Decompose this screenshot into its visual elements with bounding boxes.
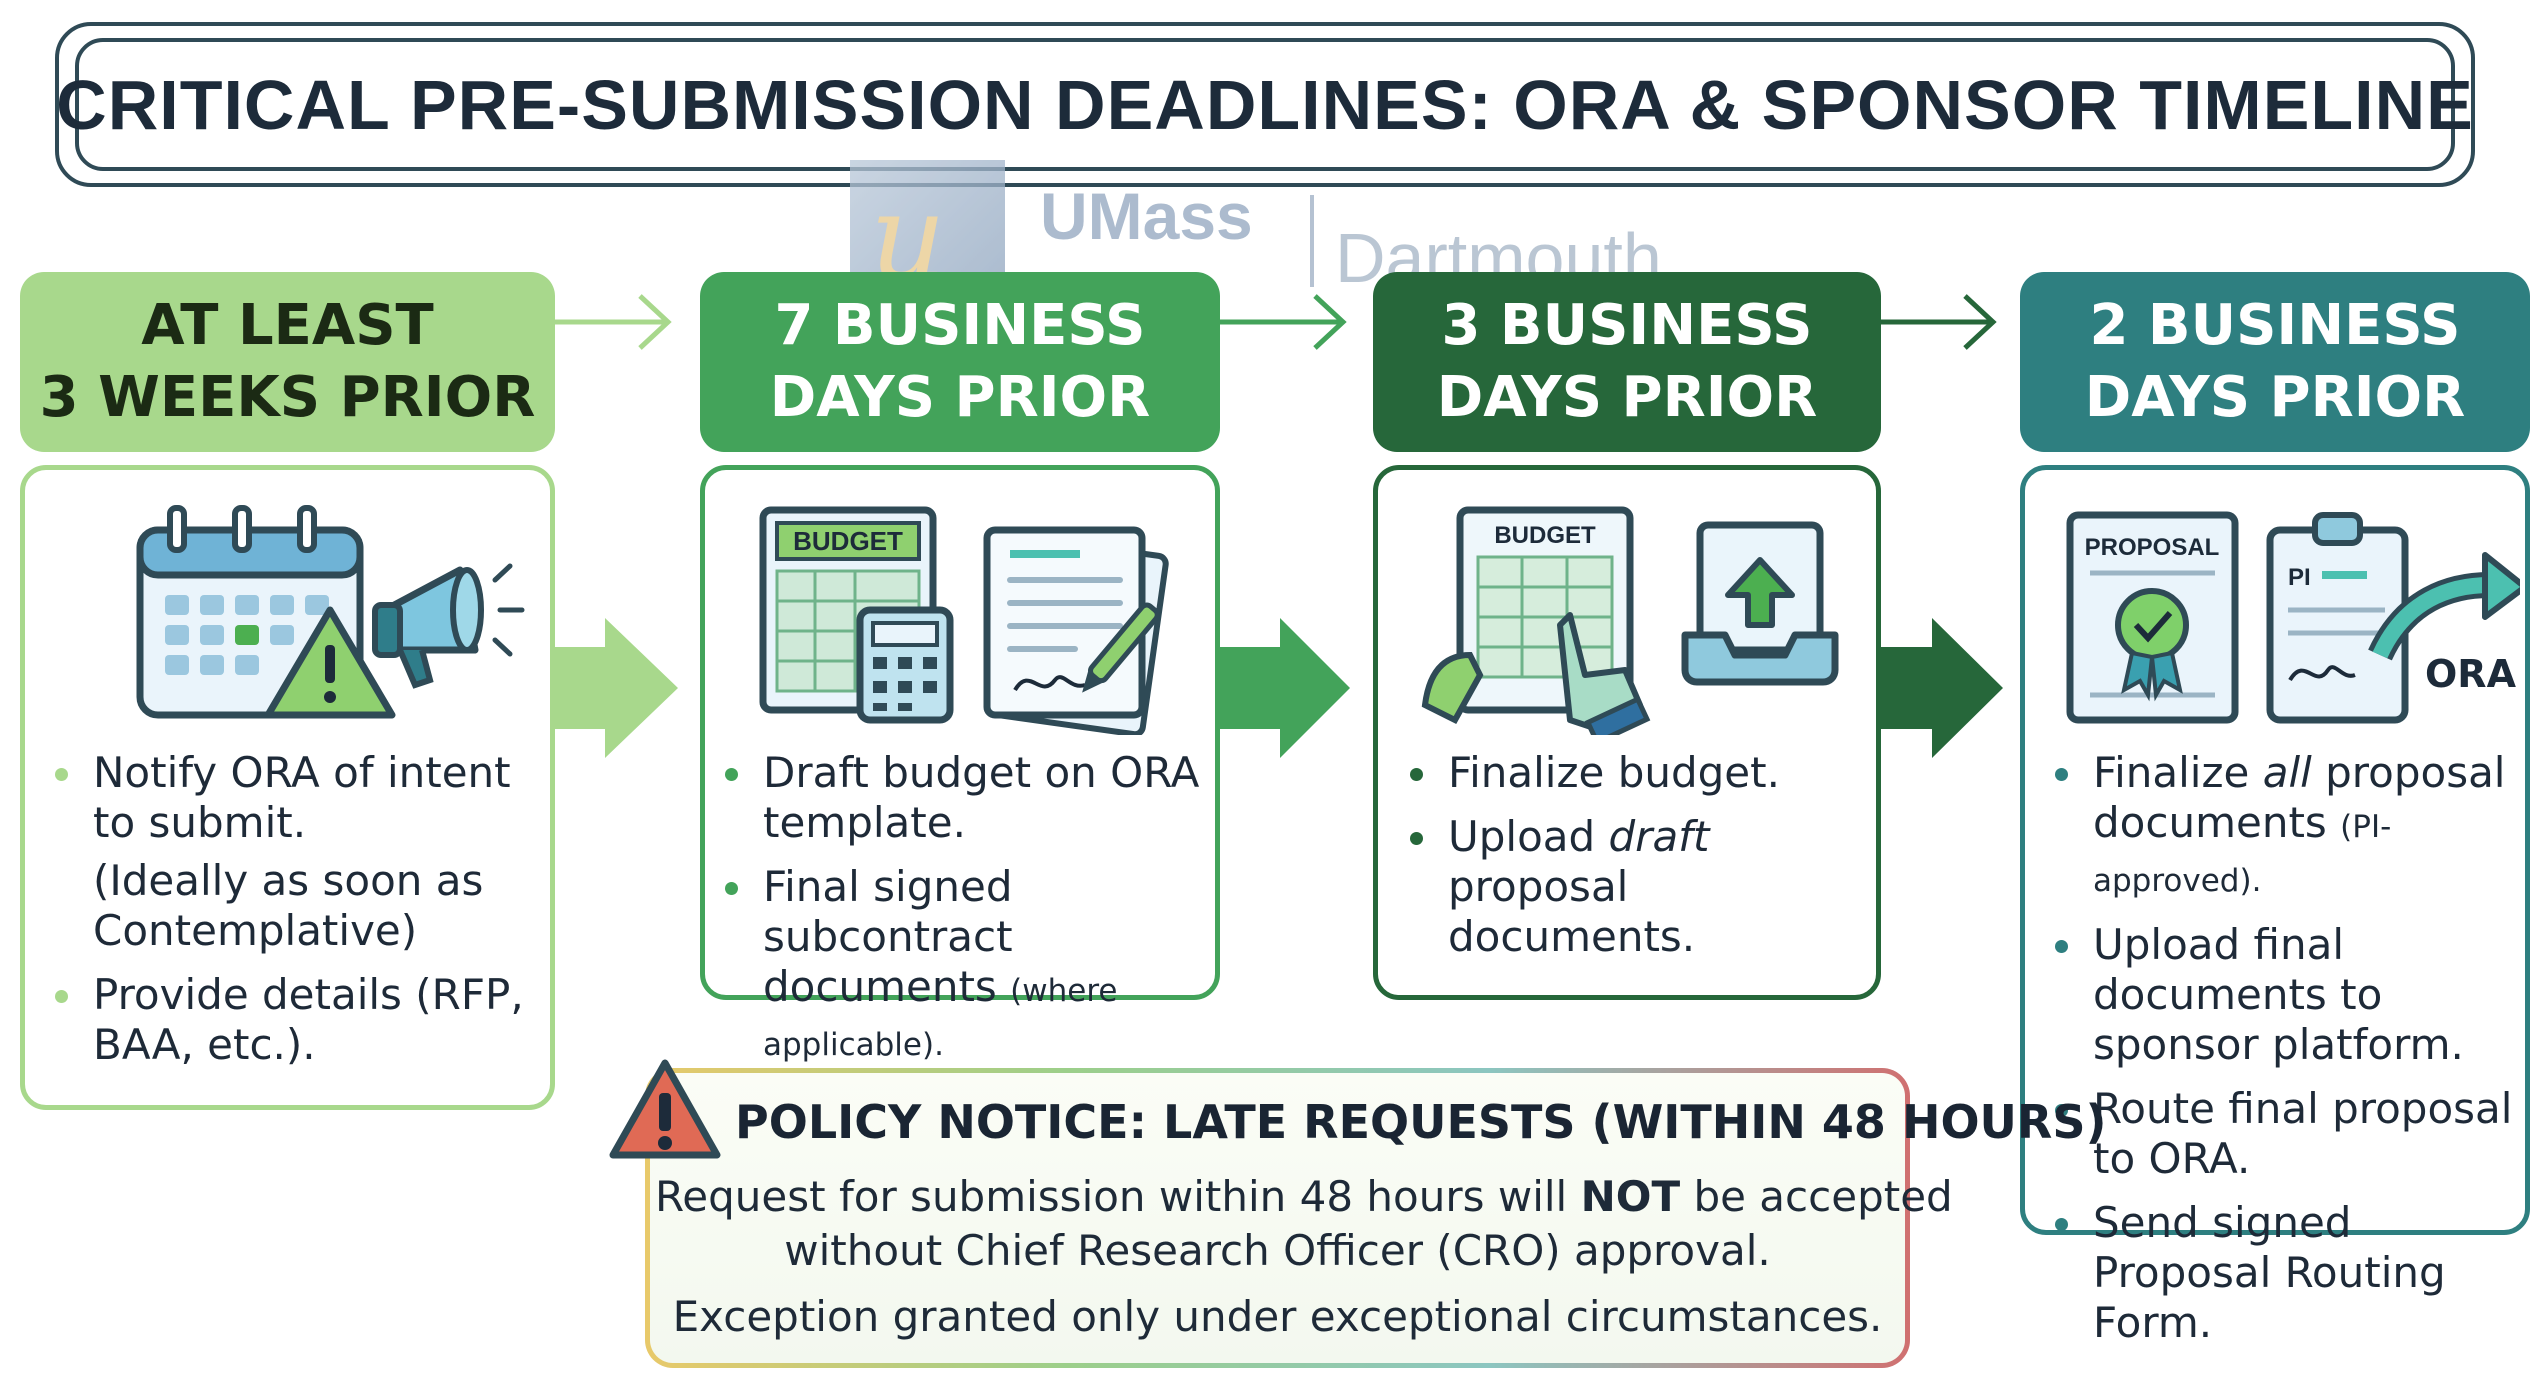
policy-line-1: Request for submission within 48 hours w… xyxy=(655,1172,1953,1221)
stage-1-bullet: Provide details (RFP, BAA, etc.). xyxy=(55,970,535,1070)
stage-2-bullet: Final signed subcontract documents (wher… xyxy=(725,862,1205,1070)
stage-4-bullet: Send signed Proposal Routing Form. xyxy=(2055,1198,2525,1348)
flow-arrow-3 xyxy=(1881,618,2003,758)
budget-upload-illustration: BUDGET xyxy=(1421,506,1839,735)
svg-text:ORA: ORA xyxy=(2425,652,2517,696)
pi-clipboard-icon: PI xyxy=(2266,512,2409,724)
megaphone-icon xyxy=(372,563,525,689)
policy-heading: POLICY NOTICE: LATE REQUESTS (WITHIN 48 … xyxy=(735,1095,2107,1149)
alert-warning-icon xyxy=(609,1059,721,1159)
stage-4-bullet: Upload final documents to sponsor platfo… xyxy=(2055,920,2525,1070)
stage-2-bullet: Draft budget on ORA template. xyxy=(725,748,1205,848)
stage-1-bullet: Notify ORA of intent to submit. (Ideally… xyxy=(55,748,535,956)
page-title: CRITICAL PRE-SUBMISSION DEADLINES: ORA &… xyxy=(56,65,2474,144)
flow-arrow-1 xyxy=(555,618,678,758)
stage-3-bullet: Upload draft proposal documents. xyxy=(1410,812,1870,962)
proposal-routing-illustration: PROPOSAL PI ORA xyxy=(2066,511,2520,724)
signed-document-icon xyxy=(983,526,1169,735)
budget-calculator-icon: BUDGET xyxy=(759,506,954,724)
flow-arrow-2 xyxy=(1220,618,1350,758)
upload-tray-icon xyxy=(1681,521,1839,686)
stage-3-bullet: Finalize budget. xyxy=(1410,748,1870,798)
warning-icon xyxy=(264,606,396,719)
top-connector-2 xyxy=(1220,294,1347,350)
svg-text:PROPOSAL: PROPOSAL xyxy=(2085,534,2220,561)
svg-text:BUDGET: BUDGET xyxy=(793,526,903,556)
proposal-certificate-icon: PROPOSAL xyxy=(2066,511,2239,724)
stage-4-list: Finalize all proposal documents (PI-appr… xyxy=(2055,748,2525,1362)
watermark-divider xyxy=(1310,195,1314,287)
watermark-org: UMass xyxy=(1040,179,1253,253)
top-connector-3 xyxy=(1881,294,1997,350)
title-banner: CRITICAL PRE-SUBMISSION DEADLINES: ORA &… xyxy=(56,38,2473,171)
top-connector-1 xyxy=(555,294,672,350)
svg-text:PI: PI xyxy=(2288,564,2311,591)
calendar-warning-megaphone-illustration xyxy=(136,505,525,719)
svg-text:BUDGET: BUDGET xyxy=(1494,522,1596,549)
policy-notice xyxy=(645,1068,1910,1368)
stage-4-bullet: Finalize all proposal documents (PI-appr… xyxy=(2055,748,2525,906)
policy-line-3: Exception granted only under exceptional… xyxy=(672,1292,1883,1341)
watermark-logo-mark: u xyxy=(850,160,1005,306)
policy-line-2: without Chief Research Officer (CRO) app… xyxy=(784,1226,1771,1275)
title-frame xyxy=(55,22,2475,187)
stage-2-list: Draft budget on ORA template. Final sign… xyxy=(725,748,1205,1084)
budget-sheet-hand-icon: BUDGET xyxy=(1421,506,1651,735)
budget-document-illustration: BUDGET xyxy=(759,506,1169,735)
stage-3-list: Finalize budget. Upload draft proposal d… xyxy=(1410,748,1870,976)
stage-1-list: Notify ORA of intent to submit. (Ideally… xyxy=(55,748,535,1084)
curved-arrow-icon: ORA xyxy=(2368,552,2520,696)
stage-4-bullet: Route final proposal to ORA. xyxy=(2055,1084,2525,1184)
stage-1-note: (Ideally as soon as Contemplative) xyxy=(93,856,484,955)
